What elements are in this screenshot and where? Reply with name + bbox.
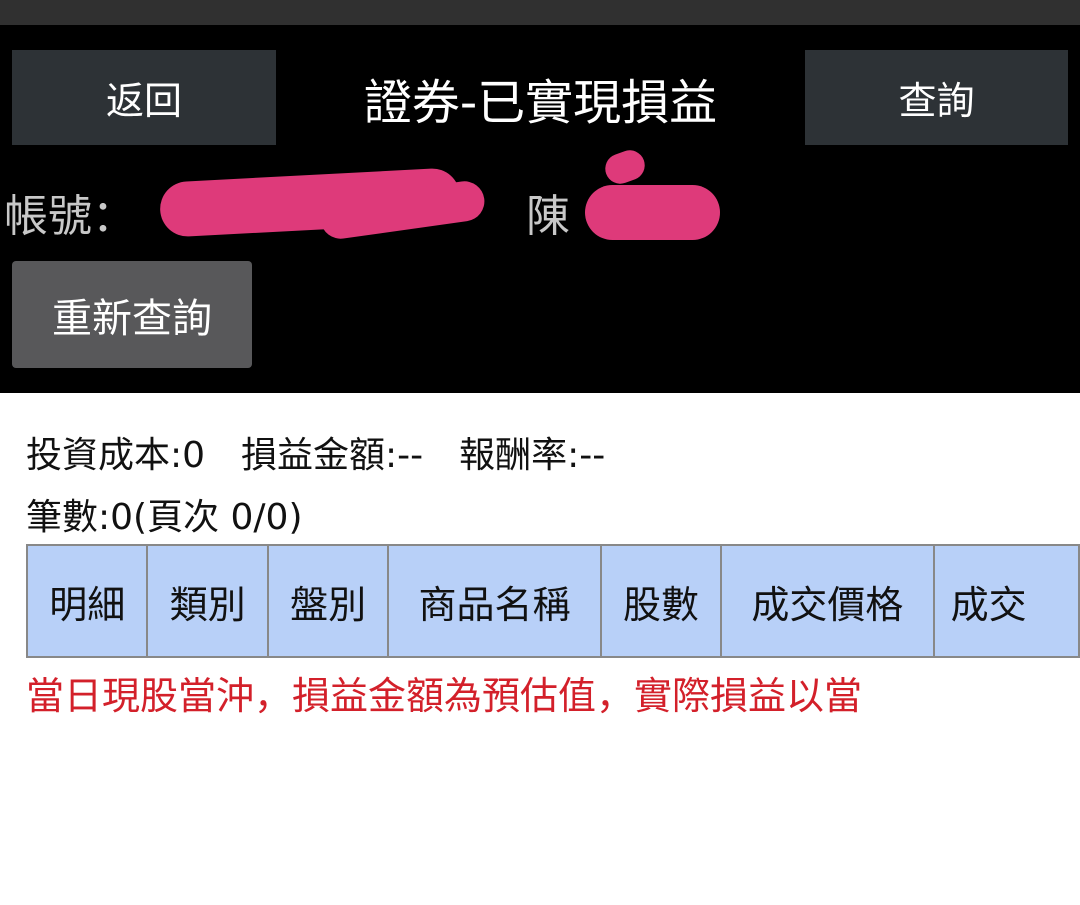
table-header-row: 明細 類別 盤別 商品名稱 股數 成交價格 成交 xyxy=(25,544,1080,658)
back-button[interactable]: 返回 xyxy=(12,50,276,145)
page-title: 證券-已實現損益 xyxy=(363,74,718,131)
column-header: 商品名稱 xyxy=(387,544,602,658)
requery-button[interactable]: 重新查詢 xyxy=(12,261,252,368)
account-name: 陳 xyxy=(526,191,570,242)
pnl-table: 明細 類別 盤別 商品名稱 股數 成交價格 成交 xyxy=(25,544,1080,658)
investment-cost: 投資成本:0 xyxy=(26,435,206,476)
column-header: 類別 xyxy=(146,544,269,658)
redaction-mark xyxy=(585,185,720,240)
return-rate: 報酬率:-- xyxy=(459,435,606,476)
account-row: 帳號： 陳 xyxy=(4,180,570,244)
column-header: 成交價格 xyxy=(720,544,935,658)
record-count: 筆數:0(頁次 0/0) xyxy=(26,497,303,538)
summary: 投資成本:0 損益金額:-- 報酬率:-- 筆數:0(頁次 0/0) xyxy=(26,425,641,549)
status-bar xyxy=(0,0,1080,25)
account-label: 帳號： xyxy=(4,191,136,242)
column-header: 成交 xyxy=(932,544,1080,658)
day-trade-note: 當日現股當沖，損益金額為預估值，實際損益以當 xyxy=(26,674,863,718)
query-button[interactable]: 查詢 xyxy=(805,50,1068,145)
column-header: 股數 xyxy=(599,544,723,658)
pnl-amount: 損益金額:-- xyxy=(241,435,424,476)
column-header: 明細 xyxy=(25,544,149,658)
column-header: 盤別 xyxy=(266,544,390,658)
